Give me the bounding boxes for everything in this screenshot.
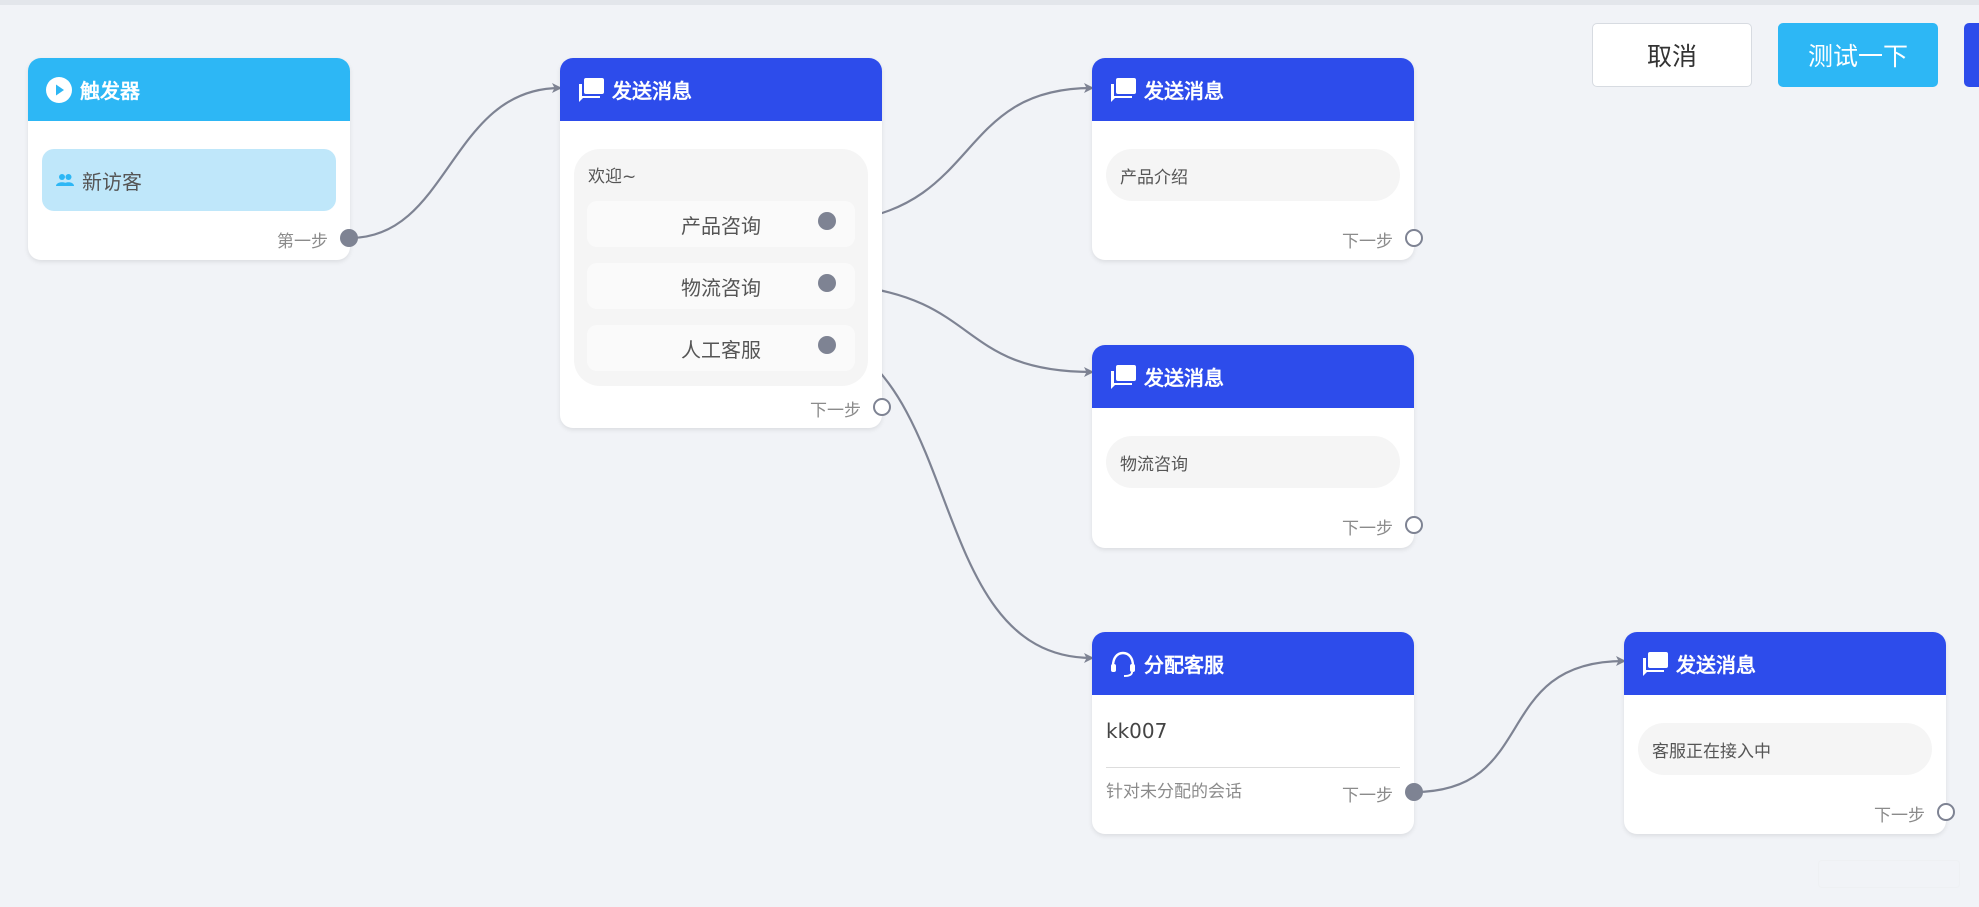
send-node-1-header: 发送消息 [560,58,882,121]
send-node-3-title: 发送消息 [1144,366,1224,390]
send-node-4-header: 发送消息 [1624,632,1946,695]
edge-option2-to-send3 [852,284,1094,377]
edge-trigger-to-send1 [349,83,562,240]
trigger-node-title: 触发器 [80,79,140,103]
step-label: 下一步 [1342,786,1393,806]
option-port-1[interactable] [818,212,836,230]
send-node-3-header: 发送消息 [1092,345,1414,408]
option-port-3[interactable] [818,336,836,354]
message-pill: 产品介绍 [1106,149,1400,201]
message-pill: 物流咨询 [1106,436,1400,488]
trigger-node-header: 触发器 [28,58,350,121]
edge-option1-to-send2 [852,83,1094,222]
watermark [1818,860,1960,888]
save-button[interactable] [1964,23,1979,87]
send-node-4-title: 发送消息 [1676,653,1756,677]
divider [1106,767,1400,768]
play-circle-icon [44,75,74,105]
send-node-2-header: 发送消息 [1092,58,1414,121]
step-label: 下一步 [1874,806,1925,826]
send-message-node-1[interactable]: 发送消息 欢迎~ 产品咨询 物流咨询 人工客服 下一步 [560,58,891,428]
chat-icon [1640,649,1670,679]
edge-assign-to-send4 [1413,656,1626,794]
assign-node-header: 分配客服 [1092,632,1414,695]
chat-icon [1108,362,1138,392]
send-message-node-3[interactable]: 发送消息 物流咨询 下一步 [1092,345,1423,548]
step-label: 下一步 [1342,232,1393,252]
send-node-2-title: 发送消息 [1144,79,1224,103]
chat-icon [1108,75,1138,105]
assign-agent-node[interactable]: 分配客服 kk007 针对未分配的会话 下一步 [1092,632,1423,834]
send-message-node-2[interactable]: 发送消息 产品介绍 下一步 [1092,58,1423,260]
chat-icon [576,75,606,105]
trigger-node[interactable]: 触发器 新访客 第一步 [28,58,358,260]
output-port[interactable] [1405,783,1423,801]
option-button-3[interactable]: 人工客服 [587,325,855,371]
assign-subtitle: 针对未分配的会话 [1106,782,1242,802]
step-label: 第一步 [277,232,328,252]
output-port[interactable] [1405,516,1423,534]
send-node-1-title: 发送消息 [612,79,692,103]
option-button-2[interactable]: 物流咨询 [587,263,855,309]
output-port[interactable] [1405,229,1423,247]
cancel-button[interactable]: 取消 [1592,23,1752,87]
output-port[interactable] [340,229,358,247]
option-port-2[interactable] [818,274,836,292]
users-icon [56,168,74,192]
output-port[interactable] [1937,803,1955,821]
agent-name: kk007 [1106,719,1168,743]
send-message-node-4[interactable]: 发送消息 客服正在接入中 下一步 [1624,632,1955,834]
test-button[interactable]: 测试一下 [1778,23,1938,87]
edge-option3-to-assign [852,347,1094,663]
trigger-item-label: 新访客 [82,169,142,194]
trigger-new-visitor[interactable]: 新访客 [42,149,336,211]
headset-icon [1108,649,1138,679]
message-pill: 客服正在接入中 [1638,723,1932,775]
output-port[interactable] [873,398,891,416]
step-label: 下一步 [810,401,861,421]
assign-node-title: 分配客服 [1144,653,1224,677]
option-button-1[interactable]: 产品咨询 [587,201,855,247]
message-text: 欢迎~ [588,167,637,187]
step-label: 下一步 [1342,519,1393,539]
top-border [0,0,1979,5]
